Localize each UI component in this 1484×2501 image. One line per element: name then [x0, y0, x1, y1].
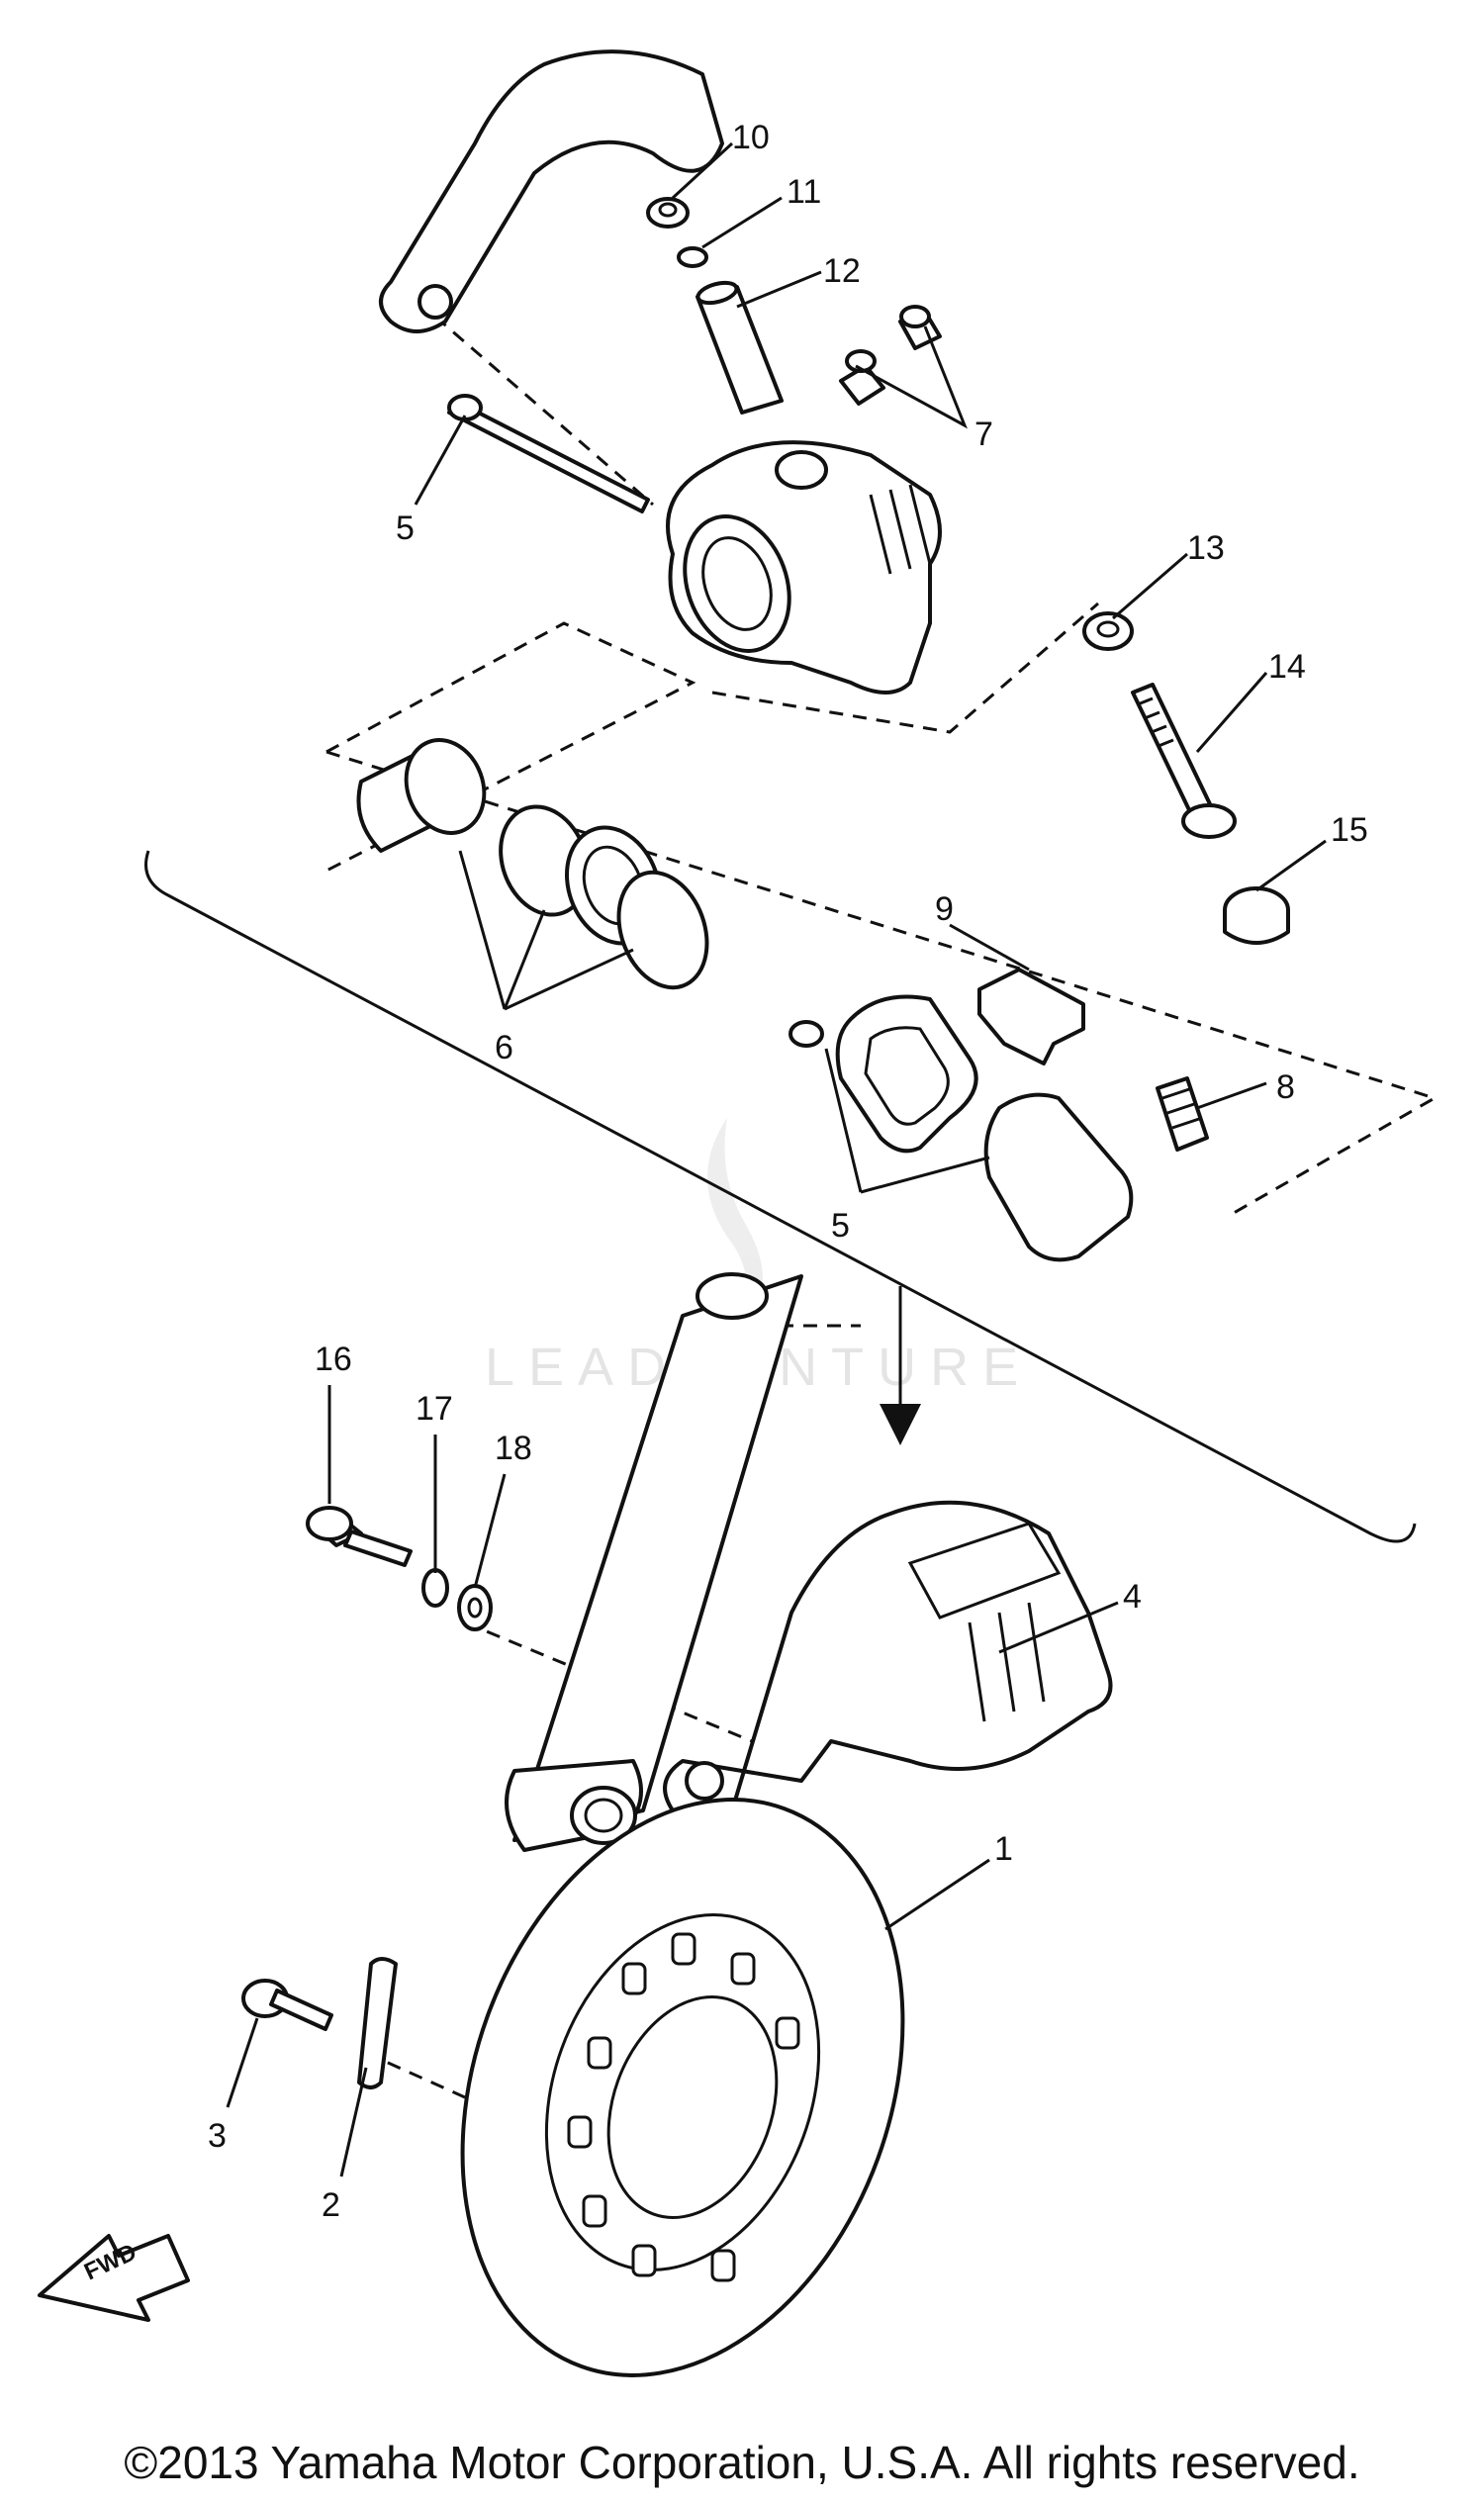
part-1-brake-disc	[460, 1798, 905, 2377]
callout-15: 15	[1331, 811, 1368, 849]
callout-5-pads: 5	[831, 1207, 850, 1245]
part-18-washer	[457, 1584, 493, 1631]
arm-eye	[417, 284, 453, 320]
leader-lines	[226, 141, 1327, 2177]
copyright-notice: ©2013 Yamaha Motor Corporation, U.S.A. A…	[124, 2437, 1360, 2488]
callout-5-top: 5	[396, 509, 415, 547]
arm-body	[379, 49, 724, 333]
part-10-nut	[646, 197, 690, 229]
callout-14: 14	[1268, 648, 1306, 686]
callout-16: 16	[315, 1341, 352, 1378]
callout-11: 11	[787, 173, 821, 211]
part-13-nut	[1082, 611, 1134, 651]
part-12-sleeve	[696, 280, 784, 415]
part-2-lock-plate	[357, 1957, 398, 2089]
part-17-washer	[421, 1568, 449, 1608]
top-arm-bracket	[379, 49, 724, 333]
part-14-bolt	[1131, 683, 1237, 839]
boundary-curve	[144, 850, 1417, 1543]
callout-labels: 10 11 12 7 5 13 14 15 9 6 8 5 16 17 18 4…	[208, 119, 1368, 2224]
caliper-body-top	[666, 440, 942, 695]
part-8-spring	[1156, 1076, 1209, 1152]
part-9-pad-clip	[977, 968, 1085, 1065]
callout-4: 4	[1123, 1578, 1142, 1616]
part-5-pin-bolt	[447, 394, 650, 513]
part-7-bleeder	[839, 305, 942, 406]
pad-group-dash	[325, 750, 1438, 1219]
callout-6: 6	[495, 1029, 513, 1066]
callout-13: 13	[1187, 529, 1225, 567]
pin-axis-dash	[434, 315, 654, 507]
callout-12: 12	[823, 252, 861, 290]
callout-17: 17	[416, 1390, 453, 1428]
part-15-cap	[1223, 886, 1290, 945]
fork-leg	[505, 1272, 803, 1852]
bracket-group-dash	[711, 602, 1099, 734]
disc-bolt-axis-dash	[365, 2051, 466, 2099]
part-3-disc-bolt	[241, 1979, 333, 2031]
callout-18: 18	[495, 1430, 532, 1467]
part-11-oring	[677, 246, 708, 268]
part-4-caliper-assembly	[663, 1500, 1113, 1822]
part-5-brake-pads	[788, 994, 1134, 1262]
callout-2: 2	[322, 2186, 340, 2224]
assembly-boundary	[144, 850, 1417, 1543]
callout-8: 8	[1276, 1068, 1295, 1106]
callout-1: 1	[994, 1830, 1013, 1868]
callout-3: 3	[208, 2117, 227, 2155]
callout-9: 9	[935, 890, 954, 928]
piston-group-dash	[325, 621, 696, 873]
fwd-arrow-icon: FWD	[38, 2234, 190, 2322]
callout-7: 7	[974, 416, 993, 453]
part-6-piston-kit	[356, 738, 709, 990]
part-16-bolt	[306, 1506, 413, 1567]
callout-10: 10	[732, 119, 770, 156]
